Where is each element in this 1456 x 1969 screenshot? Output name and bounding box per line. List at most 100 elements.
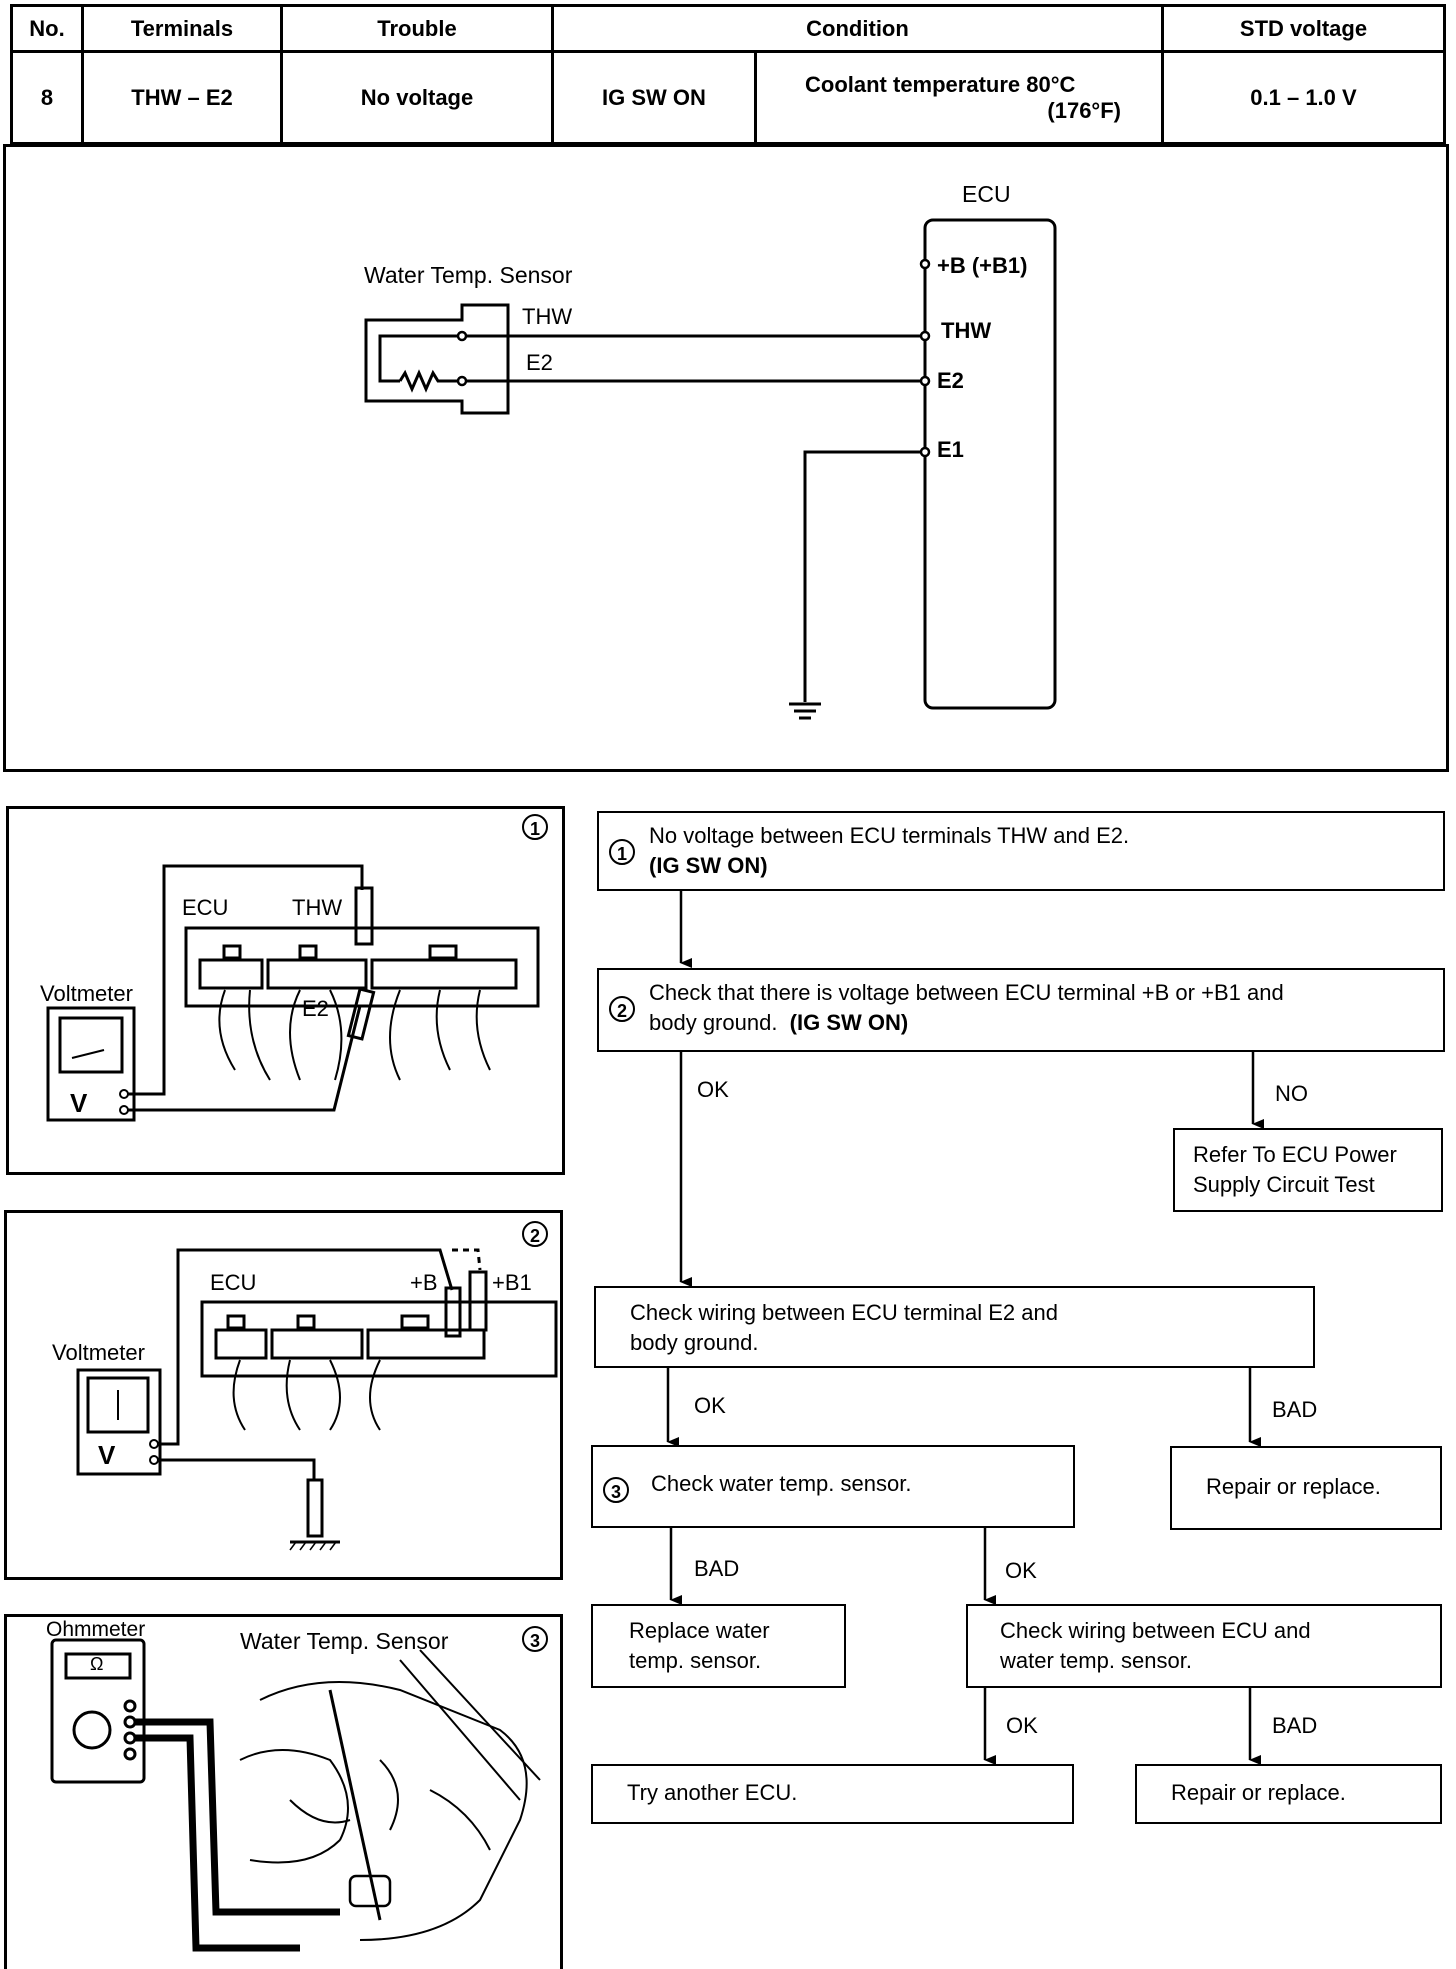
ill3-ohmmeter-label: Ohmmeter xyxy=(46,1618,146,1641)
ecu-box xyxy=(923,218,1057,710)
ecu-pin-e1 xyxy=(919,446,931,458)
flow-step-2: 2 Check that there is voltage between EC… xyxy=(597,968,1445,1052)
ill3-sensor-label: Water Temp. Sensor xyxy=(240,1628,449,1654)
ecu-pin-e2 xyxy=(919,375,931,387)
flow-repair-1-text: Repair or replace. xyxy=(1206,1474,1381,1499)
label-ok-4: OK xyxy=(1006,1713,1038,1738)
ill2-b1-label: +B1 xyxy=(492,1270,532,1295)
voltmeter-2-body xyxy=(76,1368,162,1476)
flow-step-2-line2b: (IG SW ON) xyxy=(789,1010,909,1035)
ecu-pin-thw xyxy=(919,330,931,342)
flow-replace-line2: temp. sensor. xyxy=(629,1648,762,1673)
voltmeter-1-body xyxy=(46,1006,136,1122)
connector-1c xyxy=(370,958,518,990)
label-no-1: NO xyxy=(1275,1081,1308,1106)
flow-refer-box: Refer To ECU Power Supply Circuit Test xyxy=(1173,1128,1443,1212)
flow-wiring-line1: Check wiring between ECU terminal E2 and xyxy=(630,1300,1058,1325)
flow-step-3: 3 Check water temp. sensor. xyxy=(591,1445,1075,1528)
ohmmeter-body xyxy=(50,1638,146,1784)
flow-step-3-number: 3 xyxy=(603,1477,629,1503)
illustration-3-number: 3 xyxy=(522,1626,548,1652)
voltmeter-1-face xyxy=(58,1016,124,1074)
flow-step-1-number: 1 xyxy=(609,839,635,865)
ohm-lead-2 xyxy=(134,1734,300,1952)
ohm-symbol: Ω xyxy=(90,1654,104,1674)
ohm-lead-1 xyxy=(134,1718,340,1916)
flow-replace-box: Replace water temp. sensor. xyxy=(591,1604,846,1688)
flow-replace-line1: Replace water xyxy=(629,1618,770,1643)
illustration-2-number-text: 2 xyxy=(522,1221,548,1247)
ecu-pin-b-label: +B (+B1) xyxy=(937,253,1028,278)
circuit-panel xyxy=(3,144,1449,772)
flow-repair-box-2: Repair or replace. xyxy=(1135,1764,1442,1824)
wire-thw-label: THW xyxy=(522,304,573,329)
ground-probe-2 xyxy=(306,1478,324,1538)
label-bad-4: BAD xyxy=(1272,1713,1318,1738)
flow-refer-line1: Refer To ECU Power xyxy=(1193,1142,1397,1167)
flow-wiring-line2: body ground. xyxy=(630,1330,759,1355)
ill2-ecu-label: ECU xyxy=(210,1270,257,1295)
condition-temp-line2: (176°F) xyxy=(1047,97,1121,123)
sensor-connector xyxy=(364,303,510,415)
lead-thw-1 xyxy=(124,864,364,1096)
label-bad-3: BAD xyxy=(694,1556,740,1581)
ecu-connector-body-1 xyxy=(184,926,540,1008)
flow-repair-box-1: Repair or replace. xyxy=(1170,1446,1442,1530)
header-condition: Condition xyxy=(551,4,1164,53)
flow-try-ecu-text: Try another ECU. xyxy=(627,1780,798,1805)
label-bad-2: BAD xyxy=(1272,1397,1318,1422)
flow-step-2-line1: Check that there is voltage between ECU … xyxy=(649,980,1284,1005)
row-terminals: THW – E2 xyxy=(81,50,283,145)
lead-e2-1 xyxy=(124,1005,362,1112)
row-std-voltage: 0.1 – 1.0 V xyxy=(1161,50,1446,145)
ill1-thw-label: THW xyxy=(292,895,343,920)
ill1-v-label: V xyxy=(70,1088,88,1118)
ohmmeter-dial xyxy=(72,1710,112,1750)
flow-step-1-line2: (IG SW ON) xyxy=(649,853,768,878)
illustration-1-number: 1 xyxy=(522,814,548,840)
flow-wiring2-line1: Check wiring between ECU and xyxy=(1000,1618,1311,1643)
ohmmeter-display xyxy=(64,1652,132,1680)
ill2-b-label: +B xyxy=(410,1270,438,1295)
ecu-pin-thw-label: THW xyxy=(941,318,992,343)
flow-step-1: 1 No voltage between ECU terminals THW a… xyxy=(597,811,1445,891)
header-std-voltage: STD voltage xyxy=(1161,4,1446,53)
probe-b-2 xyxy=(444,1286,462,1338)
flow-refer-line2: Supply Circuit Test xyxy=(1193,1172,1375,1197)
lead-ground-2 xyxy=(154,1458,316,1480)
sensor-pin-thw xyxy=(456,330,468,342)
lead-b-2 xyxy=(154,1248,454,1446)
ill1-voltmeter-label: Voltmeter xyxy=(40,981,133,1006)
sensor-pin-e2 xyxy=(456,375,468,387)
wire-e1 xyxy=(803,450,923,702)
ecu-pin-e1-label: E1 xyxy=(937,437,964,462)
flow-step-2-line2a: body ground. xyxy=(649,1010,778,1035)
lead-b1-dashed-2 xyxy=(452,1248,482,1271)
sensor-inner-wire xyxy=(378,334,462,383)
row-trouble: No voltage xyxy=(280,50,554,145)
flow-wiring-e2-box: Check wiring between ECU terminal E2 and… xyxy=(594,1286,1315,1368)
label-ok-3: OK xyxy=(1005,1558,1037,1583)
engine-detail xyxy=(239,1749,491,1864)
probe-thw-1 xyxy=(354,886,374,946)
row-condition-ig: IG SW ON xyxy=(551,50,757,145)
illustration-1-number-text: 1 xyxy=(522,814,548,840)
condition-temp-line1: Coolant temperature 80°C xyxy=(805,71,1076,97)
header-trouble: Trouble xyxy=(280,4,554,53)
connector-1b xyxy=(266,958,368,990)
ill2-voltmeter-label: Voltmeter xyxy=(52,1340,145,1365)
sensor-label: Water Temp. Sensor xyxy=(364,262,573,288)
flow-wiring-sensor-box: Check wiring between ECU and water temp.… xyxy=(966,1604,1442,1688)
sensor-pointer xyxy=(328,1689,382,1921)
probe-e2-1 xyxy=(346,987,376,1041)
wire-e2-label: E2 xyxy=(526,350,553,375)
flow-step-1-line1: No voltage between ECU terminals THW and… xyxy=(649,823,1130,848)
header-no: No. xyxy=(10,4,84,53)
label-ok-2: OK xyxy=(694,1393,726,1418)
illustration-2-number: 2 xyxy=(522,1221,548,1247)
illustration-3-number-text: 3 xyxy=(522,1626,548,1652)
ecu-connector-body-2 xyxy=(200,1300,558,1378)
